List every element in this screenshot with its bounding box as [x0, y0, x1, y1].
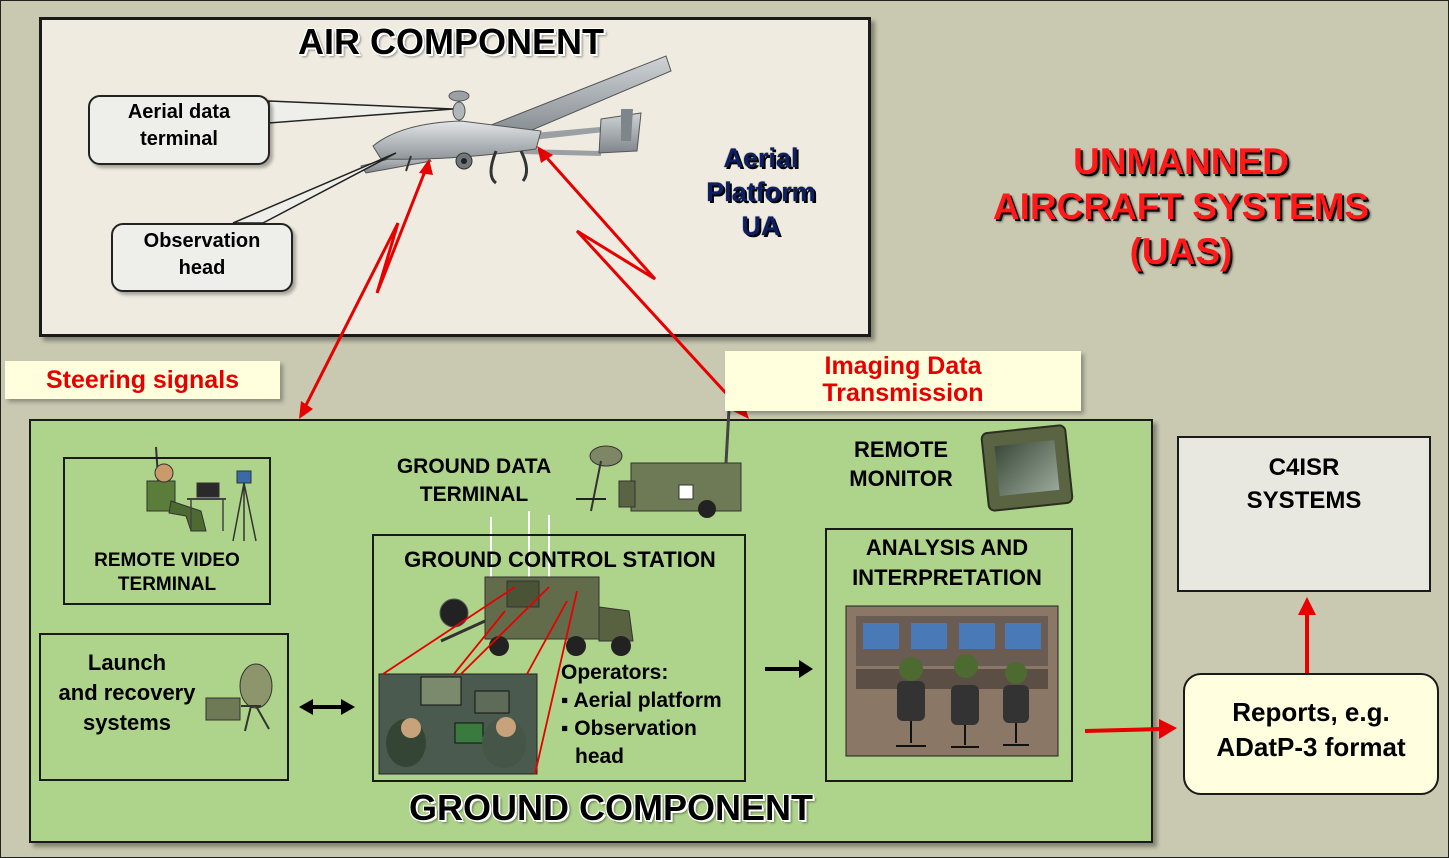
- remote-video-terminal-box: [63, 457, 271, 605]
- imaging-data-label: Imaging Data Transmission: [725, 351, 1081, 411]
- operator-item: ▪ Aerial platform: [561, 689, 722, 712]
- analysis-room-photo: [845, 605, 1059, 757]
- c4isr-label: C4ISR SYSTEMS: [1246, 454, 1362, 514]
- aerial-data-terminal-callout: Aerial data terminal: [88, 95, 270, 165]
- launch-radar-icon: [205, 663, 273, 732]
- reports-to-c4isr-arrow: [1298, 597, 1316, 677]
- aerial-platform-label: Aerial Platform UA: [706, 143, 816, 241]
- launch-recovery-box: [39, 633, 289, 781]
- launch-recovery-label: Launch and recovery systems: [58, 650, 196, 735]
- callout-pointer-terminal: [268, 100, 454, 124]
- c4isr-systems-box: [1177, 436, 1431, 592]
- ground-data-terminal-label: GROUND DATA TERMINAL: [396, 455, 552, 506]
- analysis-interpretation-box: [825, 528, 1073, 782]
- remote-video-soldier-icon: [146, 446, 257, 542]
- air-component-title: AIR COMPONENT: [298, 21, 604, 62]
- gcs-truck-icon: [439, 511, 634, 656]
- operators-list: Operators: ▪ Aerial platform ▪ Observati…: [561, 659, 751, 771]
- gcs-operators-photo: [378, 673, 538, 775]
- analysis-interpretation-label: ANALYSIS AND INTERPRETATION: [852, 535, 1042, 590]
- observation-head-callout: Observation head: [111, 223, 293, 292]
- gcs-title: GROUND CONTROL STATION: [404, 547, 716, 572]
- reports-box: [1183, 673, 1439, 795]
- remote-monitor-icon: [980, 424, 1074, 512]
- ground-component-title: GROUND COMPONENT: [409, 787, 813, 828]
- gcs-connector-lines: [382, 586, 578, 775]
- remote-monitor-label: REMOTE MONITOR: [849, 437, 953, 491]
- uas-title: UNMANNED AIRCRAFT SYSTEMS (UAS): [992, 141, 1370, 272]
- launch-gcs-bidirectional-arrow: [299, 699, 355, 715]
- steering-signals-label: Steering signals: [5, 361, 280, 399]
- analysis-to-reports-arrow: [1084, 719, 1177, 739]
- ground-control-station-box: [372, 534, 746, 782]
- ground-data-terminal-icon: [576, 408, 742, 518]
- remote-video-terminal-label: REMOTE VIDEO TERMINAL: [94, 550, 240, 595]
- uav-drone-icon: [360, 55, 672, 185]
- gcs-to-analysis-arrow: [765, 660, 813, 678]
- operator-item: ▪ Observation: [561, 717, 697, 740]
- steering-signal-arrow: [299, 159, 433, 419]
- reports-label: Reports, e.g. ADatP-3 format: [1216, 697, 1406, 762]
